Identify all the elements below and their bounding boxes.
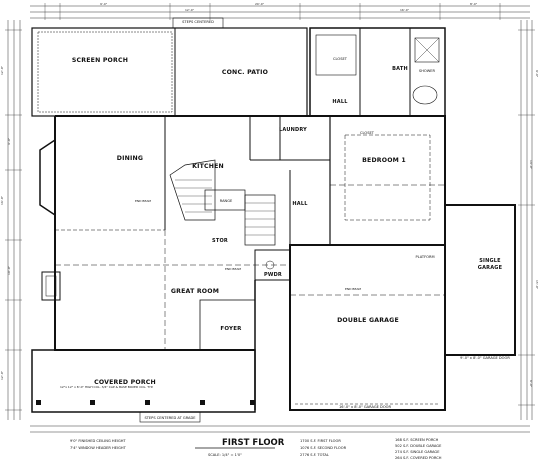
note-steps-top: STEPS CENTERED — [182, 20, 214, 24]
dim-left-3: 16'-0" — [0, 195, 4, 205]
area-total: 2776 S.F. TOTAL — [300, 453, 329, 457]
dim-left-5: 12'-0" — [0, 370, 4, 380]
room-foyer: FOYER — [220, 326, 242, 332]
note-platform: PLATFORM — [415, 255, 434, 259]
note-end-beam-3: END BEAM — [345, 287, 361, 291]
room-pwdr: PWDR — [264, 272, 282, 278]
dim-right-2: 14'-0" — [529, 160, 533, 170]
area-double-garage: 502 S.F. DOUBLE GARAGE — [395, 444, 442, 448]
ceiling-note-2: 7'4" WINDOW HEADER HEIGHT — [70, 446, 127, 450]
dim-right-3: 15'-0" — [535, 280, 539, 290]
plan-title: FIRST FLOOR — [222, 438, 285, 448]
room-great-room: GREAT ROOM — [171, 288, 219, 295]
note-shower: SHOWER — [419, 69, 436, 73]
dim-right-1: 9'-0" — [535, 70, 539, 78]
room-conc-patio: CONC. PATIO — [222, 69, 268, 76]
walls — [31, 17, 516, 423]
room-hall: HALL — [292, 201, 308, 207]
note-closet: CLOSET — [360, 131, 375, 135]
room-dining: DINING — [117, 155, 143, 162]
note-garage-door-1: 9'-0" x 8'-0" GARAGE DOOR — [460, 356, 510, 360]
room-covered-porch: COVERED PORCH — [94, 379, 156, 386]
dim-top-1: 9'-0" — [100, 2, 108, 6]
dim-left-1: 12'-0" — [0, 65, 4, 75]
room-labels: SCREEN PORCH CONC. PATIO DINING KITCHEN … — [72, 57, 503, 386]
note-end-beam-2: END BEAM — [225, 267, 241, 271]
area-single-garage: 274 S.F. SINGLE GARAGE — [395, 450, 440, 454]
plan-scale: SCALE: 1/4" = 1'0" — [208, 453, 242, 457]
plan-notes: STEPS CENTERED STEPS CENTERED AT GRADE R… — [60, 20, 510, 420]
dim-top-3: 20'-0" — [255, 2, 265, 6]
dim-left-2: 4'-0" — [7, 137, 11, 145]
note-range: RANGE — [220, 199, 233, 203]
area-covered-porch: 264 S.F. COVERED PORCH — [395, 456, 442, 460]
room-hall-upper: HALL — [332, 99, 348, 105]
dim-top-5: 8'-0" — [470, 2, 478, 6]
area-screen-porch: 168 S.F. SCREEN PORCH — [395, 438, 439, 442]
room-screen-porch: SCREEN PORCH — [72, 57, 128, 64]
area-second-floor: 1076 S.F. SECOND FLOOR — [300, 446, 347, 450]
room-laundry: LAUNDRY — [279, 127, 307, 133]
dimension-lines — [5, 3, 535, 433]
note-column: 12"x 12" x 8'-0" HIGH COL. 3/4" CAP & BA… — [60, 385, 153, 389]
title-block: FIRST FLOOR SCALE: 1/4" = 1'0" 9'0" FINI… — [70, 438, 442, 460]
dim-right-4: 6'-0" — [529, 380, 533, 388]
dimension-labels: 9'-0" 12'-0" 20'-0" 16'-0" 8'-0" 12'-0" … — [0, 2, 539, 388]
room-bedroom: BEDROOM 1 — [362, 157, 406, 164]
dim-top-4: 16'-0" — [400, 8, 410, 12]
note-garage-door-2: 16'-0" x 8'-0" GARAGE DOOR — [339, 405, 391, 409]
room-stor: STOR — [212, 238, 228, 244]
note-closet-bath: CLOSET — [333, 57, 348, 61]
area-first-floor: 1700 S.F. FIRST FLOOR — [300, 439, 341, 443]
room-single-garage-1: SINGLE — [479, 258, 501, 264]
room-bath: BATH — [392, 66, 408, 72]
ceiling-note-1: 9'0" FINISHED CEILING HEIGHT — [70, 439, 126, 443]
note-end-beam-1: END BEAM — [135, 199, 151, 203]
room-single-garage-2: GARAGE — [478, 265, 503, 271]
room-kitchen: KITCHEN — [192, 163, 224, 170]
dim-left-4: 10'-0" — [7, 265, 11, 275]
note-steps-bottom: STEPS CENTERED AT GRADE — [144, 416, 196, 420]
dim-top-2: 12'-0" — [185, 8, 195, 12]
room-double-garage: DOUBLE GARAGE — [337, 317, 399, 324]
